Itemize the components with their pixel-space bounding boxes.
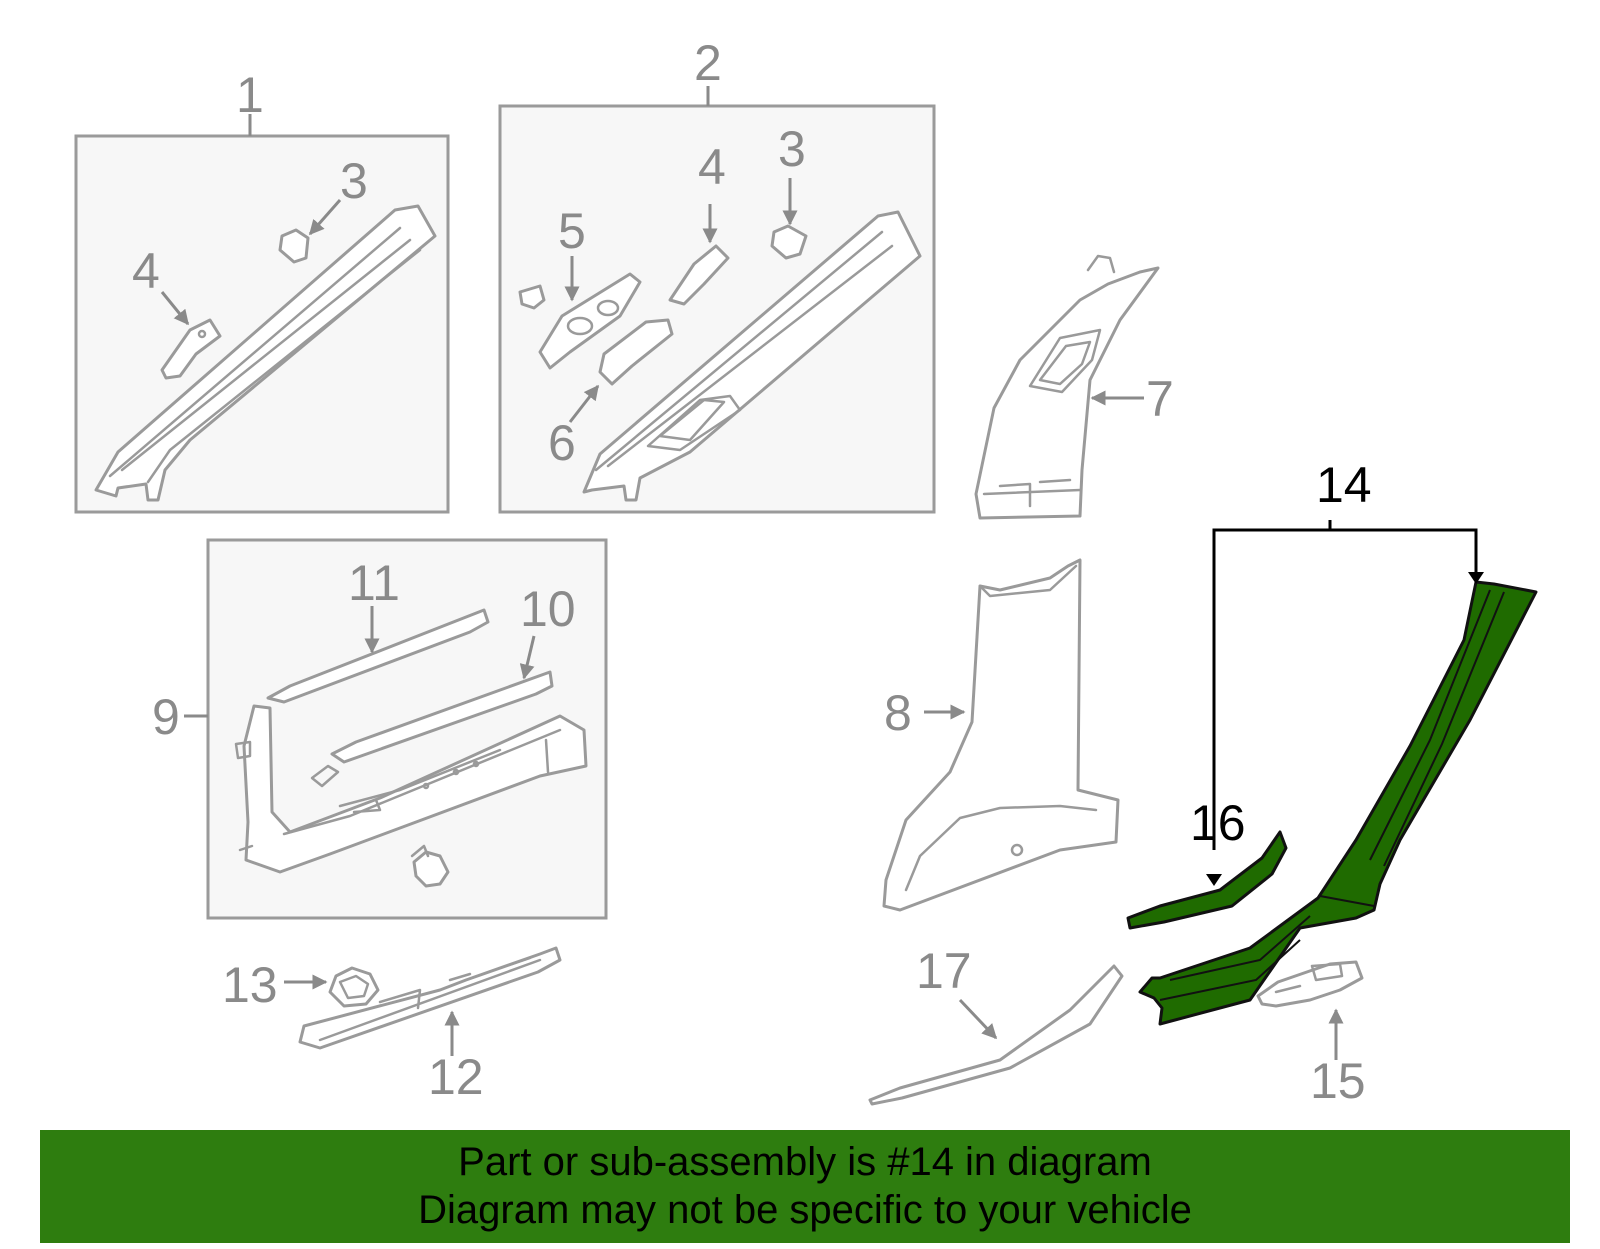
callout-16: 16 — [1190, 795, 1246, 851]
callout-3b: 3 — [778, 121, 806, 177]
callout-3a: 3 — [340, 153, 368, 209]
a-pillar-trim-part-1 — [94, 204, 437, 502]
callout-11: 11 — [348, 555, 400, 611]
weatherstrip-part-11 — [266, 608, 490, 704]
callout-4a: 4 — [132, 243, 160, 299]
callout-8: 8 — [884, 685, 912, 741]
b-pillar-upper-trim-part-7: 7 — [974, 254, 1174, 520]
callout-2: 2 — [694, 35, 722, 91]
assembly-box-9: 9 11 10 — [152, 538, 608, 920]
callout-13: 13 — [222, 957, 278, 1013]
assembly-box-1: 1 3 4 — [74, 67, 450, 514]
part-14-pillar-scuff — [1138, 580, 1538, 1026]
bracket-part-15: 15 — [1256, 960, 1366, 1109]
retainer-part-4b — [668, 244, 730, 306]
assembly-box-2: 2 3 4 5 6 — [498, 35, 936, 514]
bolt — [412, 850, 450, 888]
callout-17: 17 — [916, 943, 972, 999]
nut-part-13: 13 — [222, 957, 380, 1013]
part-16-strip — [1126, 830, 1288, 930]
sill-retainer-part-12: 12 — [298, 946, 562, 1105]
callout-12: 12 — [428, 1049, 484, 1105]
highlighted-part-16: 16 — [1126, 795, 1288, 930]
callout-15: 15 — [1310, 1053, 1366, 1109]
callout-1: 1 — [236, 67, 264, 123]
b-pillar-lower-trim-part-8: 8 — [882, 558, 1120, 912]
banner-line-1: Part or sub-assembly is #14 in diagram — [458, 1140, 1152, 1184]
clip-part-3b — [770, 224, 808, 260]
bracket-part-6 — [598, 318, 674, 386]
callout-6: 6 — [548, 415, 576, 471]
callout-7: 7 — [1146, 371, 1174, 427]
banner-line-2: Diagram may not be specific to your vehi… — [418, 1188, 1192, 1232]
trim-strip-part-17: 17 — [868, 943, 1124, 1106]
weatherstrip-part-10 — [330, 670, 554, 764]
callout-5: 5 — [558, 203, 586, 259]
info-banner-background — [40, 1130, 1570, 1243]
highlighted-part-14: 14 — [1138, 457, 1538, 1026]
callout-9: 9 — [152, 689, 180, 745]
callout-4b: 4 — [698, 139, 726, 195]
info-banner: Part or sub-assembly is #14 in diagram D… — [40, 1130, 1570, 1243]
callout-14: 14 — [1316, 457, 1372, 513]
clip-part-3 — [278, 228, 310, 264]
callout-10: 10 — [520, 581, 576, 637]
